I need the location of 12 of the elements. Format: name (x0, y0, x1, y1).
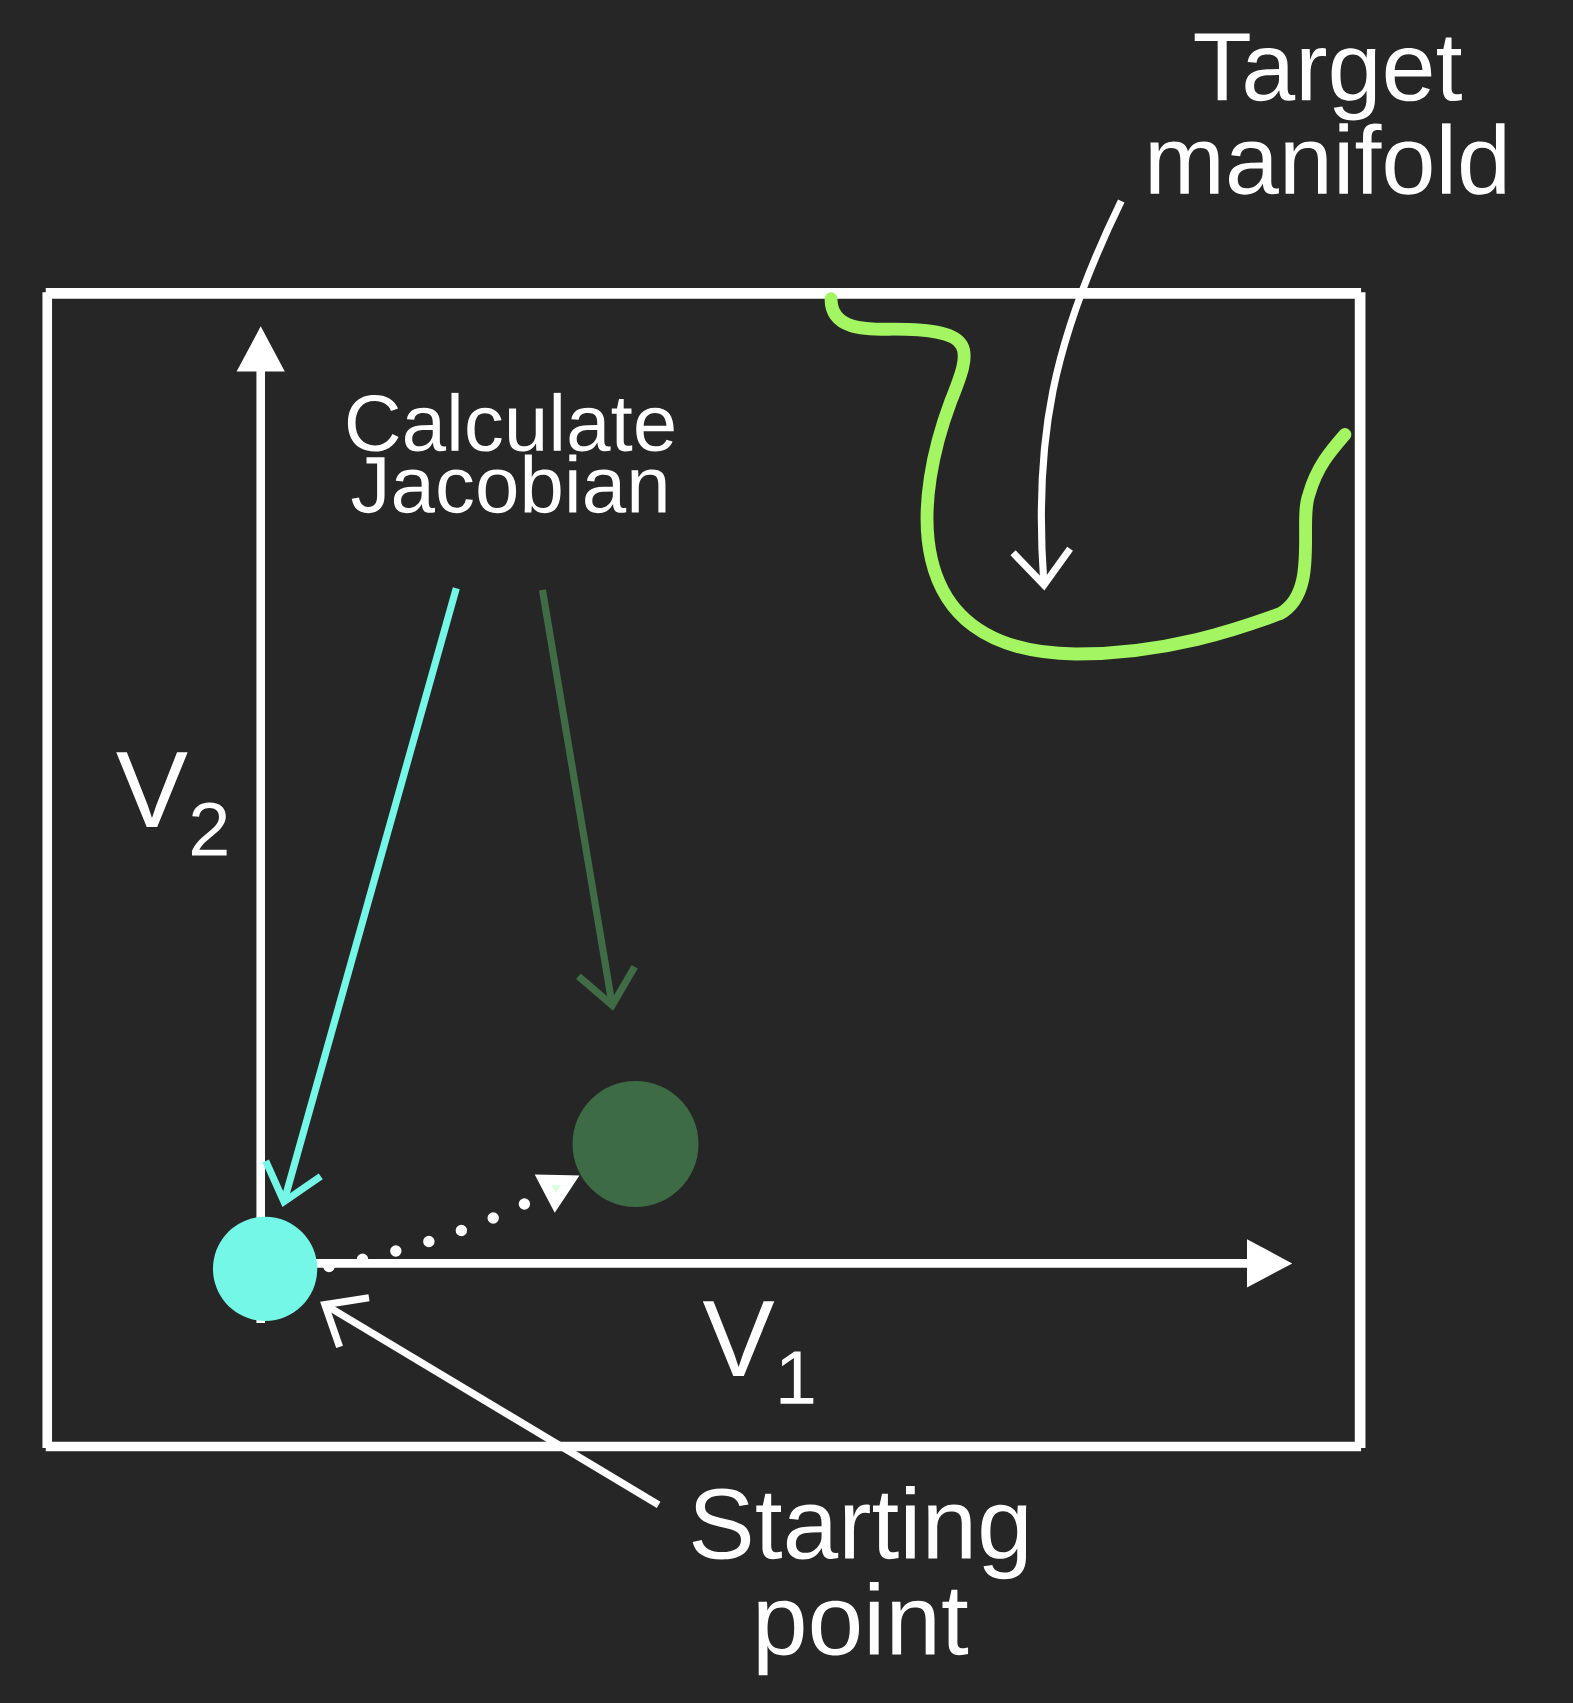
arrow (320, 1294, 661, 1508)
start-dot (212, 1216, 318, 1321)
text-label: Target manifold (1150, 33, 1505, 195)
manifold-curve (824, 292, 1352, 661)
step-dot (572, 1080, 699, 1207)
arrow (1010, 199, 1125, 591)
text-label: Starting point (692, 1486, 1027, 1676)
text-label: Calculate Jacobian (347, 392, 674, 514)
axis-label: V$_{2}$ (116, 752, 227, 856)
arrow (538, 589, 638, 1011)
arrow (262, 587, 460, 1208)
axis-label: V$_{1}$ (702, 1301, 814, 1404)
